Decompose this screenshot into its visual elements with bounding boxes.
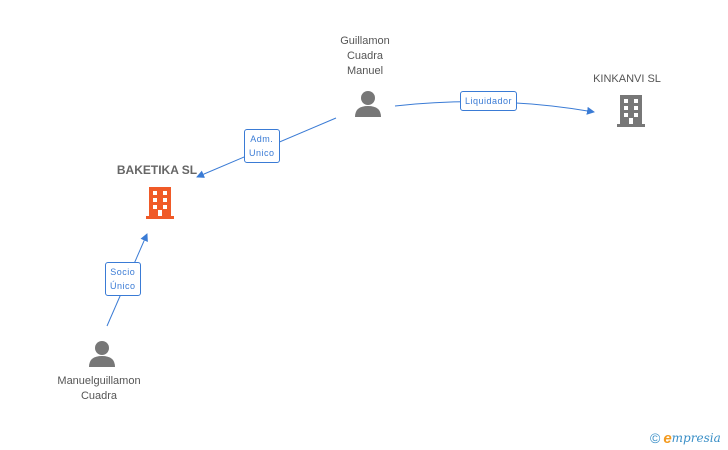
node-label-baketika: BAKETIKA SL xyxy=(112,163,202,178)
node-label-line: BAKETIKA SL xyxy=(116,163,198,177)
brand-e: e xyxy=(663,429,672,447)
node-label-line: Manuelguillamon xyxy=(57,375,141,387)
building-icon[interactable] xyxy=(615,93,647,127)
building-icon[interactable] xyxy=(144,185,176,219)
edge-label-text: Unico xyxy=(249,148,275,158)
edge-label-socio-unico[interactable]: Socio Único xyxy=(105,262,141,296)
node-label-line: Cuadra xyxy=(80,390,118,402)
node-label-line: Manuel xyxy=(346,65,384,77)
edge-label-text: Único xyxy=(110,281,136,291)
edge-label-text: Liquidador xyxy=(465,96,513,106)
copyright-icon: © xyxy=(650,430,661,446)
node-label-line: Cuadra xyxy=(346,50,384,62)
node-label-line: Guillamon xyxy=(340,35,390,47)
brand-name: mpresia xyxy=(671,431,721,445)
edge-label-adm-unico[interactable]: Adm. Unico xyxy=(244,129,280,163)
node-label-guillamon: Guillamon Cuadra Manuel xyxy=(325,34,405,79)
node-label-line: KINKANVI SL xyxy=(593,73,661,85)
edge-label-text: Adm. xyxy=(250,134,274,144)
empresia-logo: © e mpresia xyxy=(650,428,721,448)
node-label-kinkanvi: KINKANVI SL xyxy=(587,72,667,87)
edge-label-text: Socio xyxy=(110,267,136,277)
person-icon[interactable] xyxy=(353,89,383,119)
node-label-manuelguillamon: Manuelguillamon Cuadra xyxy=(44,374,154,404)
edge-label-liquidador[interactable]: Liquidador xyxy=(460,91,518,111)
person-icon[interactable] xyxy=(87,339,117,369)
